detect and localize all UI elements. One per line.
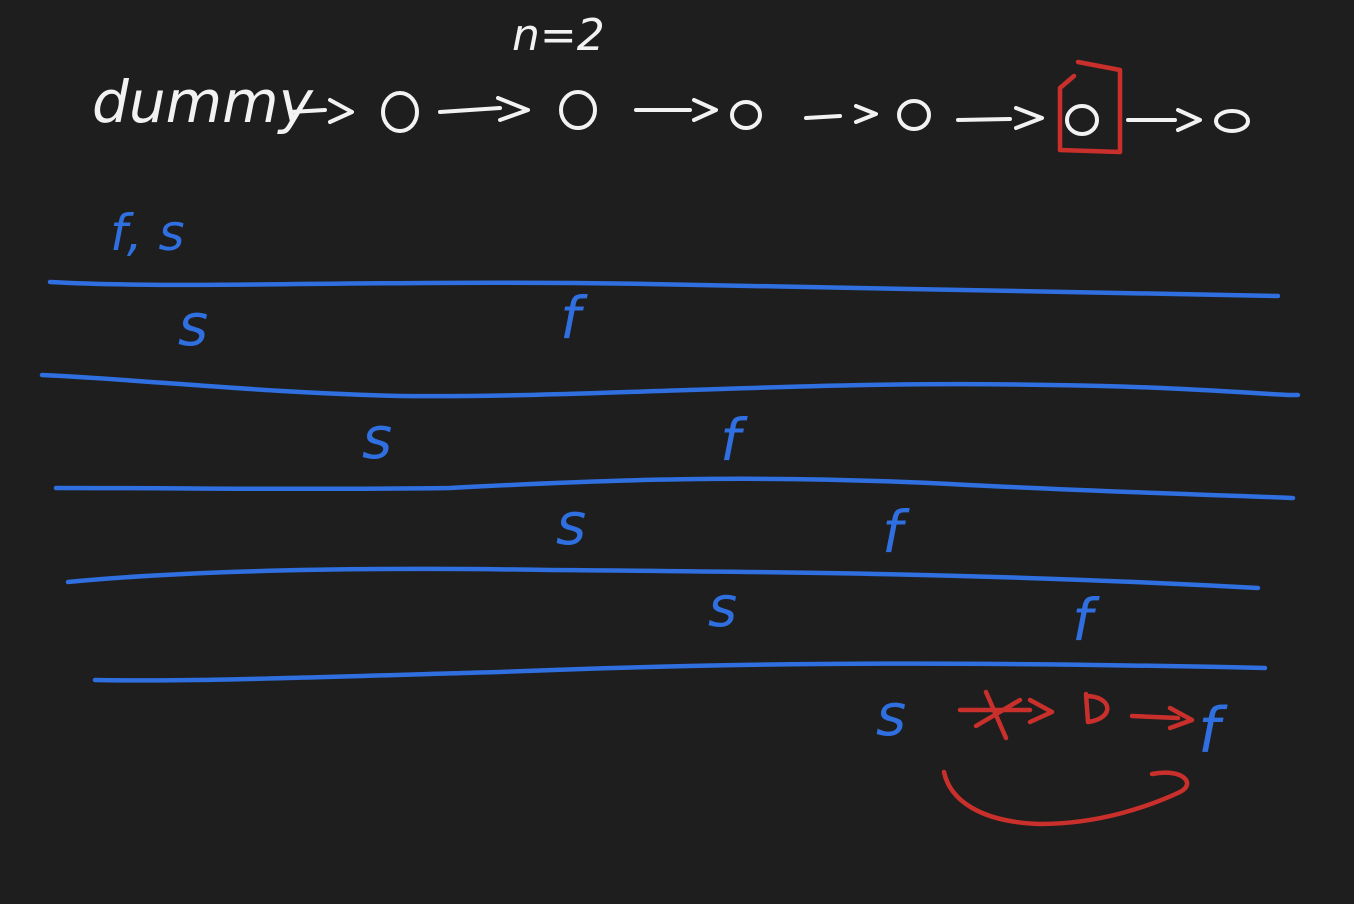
row-divider (39, 372, 1301, 399)
slow-pointer: s (708, 575, 737, 640)
slow-pointer: s (178, 291, 208, 359)
skip-arrow-icon (941, 769, 1190, 827)
list-node-target (1065, 104, 1099, 136)
n-label: n=2 (512, 10, 605, 61)
slow-pointer: s (556, 490, 586, 558)
list-node (1214, 109, 1250, 133)
arrow-icon (288, 98, 354, 124)
fast-pointer: f (720, 406, 748, 474)
list-node (897, 99, 931, 131)
removed-node (1083, 691, 1110, 725)
node-removal (941, 689, 1195, 827)
list-node (730, 100, 762, 130)
slow-pointer: s (876, 681, 906, 749)
linked-list (288, 90, 1250, 136)
arrow-icon (804, 104, 878, 124)
dummy-label: dummy (92, 68, 314, 136)
arrow-icon (438, 96, 530, 122)
row-divider (47, 279, 1281, 299)
fast-pointer: f (1198, 694, 1228, 767)
list-node (381, 91, 419, 133)
fast-pointer: f (560, 284, 588, 352)
arrow-icon (634, 98, 718, 122)
slow-pointer: s (362, 404, 392, 472)
cross-icon (973, 689, 1023, 741)
highlight-box (1057, 59, 1123, 155)
list-node (559, 90, 597, 130)
row-divider (65, 566, 1261, 591)
fast-slow-label: f, s (110, 204, 185, 262)
arrow-icon (1129, 705, 1195, 731)
fast-pointer: f (882, 498, 910, 566)
crossed-arrow-icon (957, 697, 1055, 725)
arrow-icon (1126, 108, 1202, 132)
fast-pointer: f (1072, 586, 1100, 654)
row-divider (53, 476, 1296, 501)
arrow-icon (956, 106, 1044, 130)
row-divider (92, 661, 1268, 683)
